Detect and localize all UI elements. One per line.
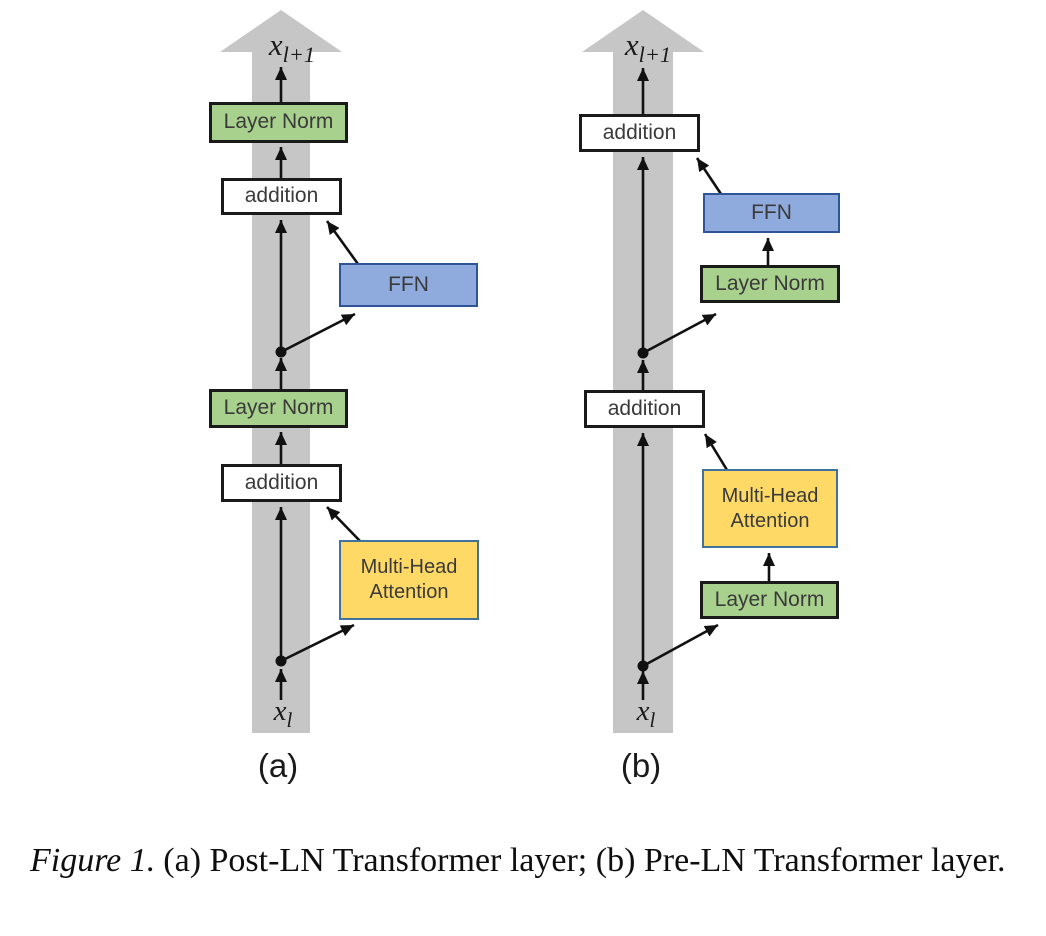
- arrow-branch-to-ln-b: [642, 312, 717, 355]
- addition-box-bottom-b: addition: [584, 390, 705, 428]
- layer-norm-box-bottom-b: Layer Norm: [700, 581, 839, 619]
- arrow-ffn-to-addition-b: [695, 157, 723, 195]
- addition-box-top-b: addition: [579, 114, 700, 152]
- input-label-base: x: [636, 695, 650, 727]
- branch-dot-lower-b: [637, 660, 649, 672]
- arrow-mha-to-addition-a: [326, 506, 361, 542]
- arrow-branch-to-mha-a: [280, 623, 355, 663]
- figure-caption-label: Figure 1.: [30, 842, 156, 879]
- branch-dot-upper-a: [275, 346, 287, 358]
- output-label-base: x: [624, 27, 639, 62]
- input-label-sub: l: [286, 707, 293, 732]
- input-label-base: x: [273, 695, 287, 727]
- arrow-branch-to-ln2-b: [642, 623, 719, 668]
- panel-label-b: (b): [620, 747, 662, 784]
- layer-norm-box-top-b: Layer Norm: [700, 265, 840, 303]
- layer-norm-box-top-a: Layer Norm: [209, 102, 348, 143]
- arrow-branch-to-ffn-a: [280, 312, 356, 354]
- output-label-b: xl+1: [624, 27, 671, 66]
- layer-norm-box-bottom-a: Layer Norm: [209, 389, 348, 428]
- arrow-ffn-to-addition-a: [325, 220, 360, 265]
- multi-head-attention-box-a: Multi-Head Attention: [339, 540, 479, 620]
- input-label-b: xl: [636, 695, 656, 730]
- addition-box-bottom-a: addition: [221, 464, 342, 502]
- branch-dot-upper-b: [637, 347, 649, 359]
- multi-head-attention-box-b: Multi-Head Attention: [702, 469, 838, 548]
- input-label-sub: l: [649, 707, 656, 732]
- input-label-a: xl: [273, 695, 293, 730]
- output-label-sub: l+1: [282, 42, 316, 68]
- ffn-box-b: FFN: [703, 193, 840, 233]
- figure-caption: Figure 1.(a) Post-LN Transformer layer; …: [30, 838, 1030, 885]
- ffn-box-a: FFN: [339, 263, 478, 307]
- output-label-a: xl+1: [268, 27, 315, 66]
- output-label-base: x: [268, 27, 283, 62]
- panel-label-a: (a): [257, 747, 299, 784]
- branch-dot-lower-a: [275, 655, 287, 667]
- figure-caption-text: (a) Post-LN Transformer layer; (b) Pre-L…: [163, 842, 1006, 879]
- arrow-mha-to-addition-b: [703, 433, 729, 471]
- output-label-sub: l+1: [638, 42, 672, 68]
- flow-arrows-layer: [220, 10, 775, 733]
- addition-box-top-a: addition: [221, 178, 342, 215]
